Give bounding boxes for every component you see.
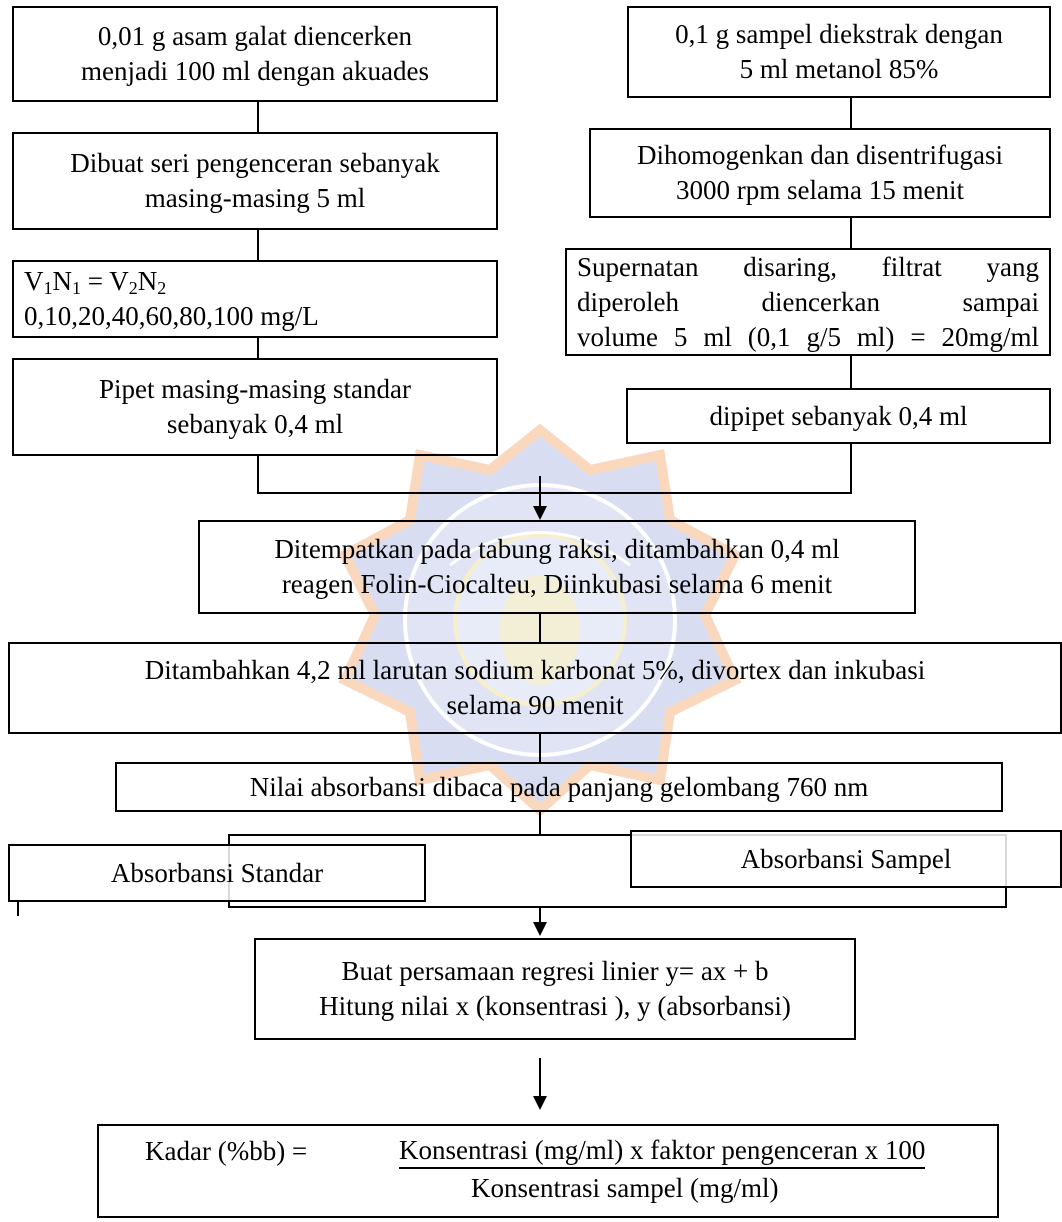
connector [539,734,541,762]
step-7-text: Nilai absorbansi dibaca pada panjang gel… [249,771,869,802]
kadar-prefix: Kadar (%bb) = [145,1136,314,1166]
left-step-1-box: 0,01 g asam galat diencerken menjadi 100… [12,6,498,102]
step-5-line-1: Ditempatkan pada tabung raksi, ditambahk… [274,534,840,564]
absorbansi-sampel-box: Absorbansi Sampel [630,830,1062,888]
left-step-1-line-1: 0,01 g asam galat diencerken [97,21,413,51]
left-step-4-line-1: Pipet masing-masing standar [99,374,411,404]
step-8-box: Buat persamaan regresi linier y= ax + b … [254,938,856,1040]
arrow-down-icon [533,922,547,936]
split-line-bottom [228,906,1006,908]
absorbansi-standar-label: Absorbansi Standar [110,857,324,888]
right-step-2-line-1: Dihomogenkan dan disentrifugasi [637,140,1003,170]
left-step-2-box: Dibuat seri pengenceran sebanyak masing-… [12,132,498,230]
dilution-formula: V1N1 = V2N2 [24,266,167,298]
right-step-1-box: 0,1 g sampel diekstrak dengan 5 ml metan… [627,6,1051,98]
absorbansi-standar-box: Absorbansi Standar [8,844,426,902]
left-step-3-box: V1N1 = V2N2 0,10,20,40,60,80,100 mg/L [12,260,498,338]
merge-line [257,492,852,494]
connector [17,902,19,916]
arrow-down-icon [533,1096,547,1110]
kadar-denominator: Konsentrasi sampel (mg/ml) [471,1173,779,1203]
connector [539,614,541,642]
step-8-line-2: Hitung nilai x (konsentrasi ), y (absorb… [319,991,791,1021]
connector [539,812,541,836]
connector [539,1058,541,1100]
left-step-2-line-1: Dibuat seri pengenceran sebanyak [70,148,440,178]
right-step-2-line-2: 3000 rpm selama 15 menit [676,175,964,205]
right-step-1-line-2: 5 ml metanol 85% [739,54,939,84]
left-step-1-line-2: menjadi 100 ml dengan akuades [81,56,429,86]
kadar-numerator: Konsentrasi (mg/ml) x faktor pengenceran… [399,1134,926,1169]
right-step-2-box: Dihomogenkan dan disentrifugasi 3000 rpm… [589,128,1051,218]
step-7-box: Nilai absorbansi dibaca pada panjang gel… [115,762,1003,812]
absorbansi-sampel-label: Absorbansi Sampel [740,843,952,874]
connector [850,444,852,494]
connector [257,456,259,494]
step-6-line-2: selama 90 menit [446,690,624,720]
left-step-4-box: Pipet masing-masing standar sebanyak 0,4… [12,358,498,456]
connector [257,230,259,260]
right-step-1-line-1: 0,1 g sampel diekstrak dengan [675,19,1003,49]
connector [257,338,259,358]
concentration-series: 0,10,20,40,60,80,100 mg/L [24,301,319,331]
step-8-line-1: Buat persamaan regresi linier y= ax + b [341,956,769,986]
right-step-4-text: dipipet sebanyak 0,4 ml [709,400,968,431]
kadar-formula: Kadar (%bb) = Konsentrasi (mg/ml) x fakt… [99,1126,997,1216]
step-6-box: Ditambahkan 4,2 ml larutan sodium karbon… [8,642,1062,734]
connector [850,356,852,388]
left-step-4-line-2: sebanyak 0,4 ml [166,409,344,439]
connector [850,218,852,248]
right-step-3-line-3: volume 5 ml (0,1 g/5 ml) = 20mg/ml [577,321,1039,352]
connector [539,476,541,508]
right-step-3-line-2: diperoleh diencerkan sampai [577,286,1039,317]
arrow-down-icon [533,506,547,520]
connector [539,906,541,926]
step-5-line-2: reagen Folin-Ciocalteu, Diinkubasi selam… [281,569,833,599]
step-5-box: Ditempatkan pada tabung raksi, ditambahk… [198,520,916,614]
connector [257,102,259,132]
step-6-line-1: Ditambahkan 4,2 ml larutan sodium karbon… [144,655,926,685]
left-step-2-line-2: masing-masing 5 ml [144,183,366,213]
final-formula-box: Kadar (%bb) = Konsentrasi (mg/ml) x fakt… [97,1124,999,1218]
connector [850,98,852,128]
split-line-top [228,834,1006,836]
right-step-4-box: dipipet sebanyak 0,4 ml [626,388,1051,444]
right-step-3-box: Supernatan disaring, filtrat yang dipero… [565,248,1051,356]
right-step-3-line-1: Supernatan disaring, filtrat yang [577,251,1039,282]
